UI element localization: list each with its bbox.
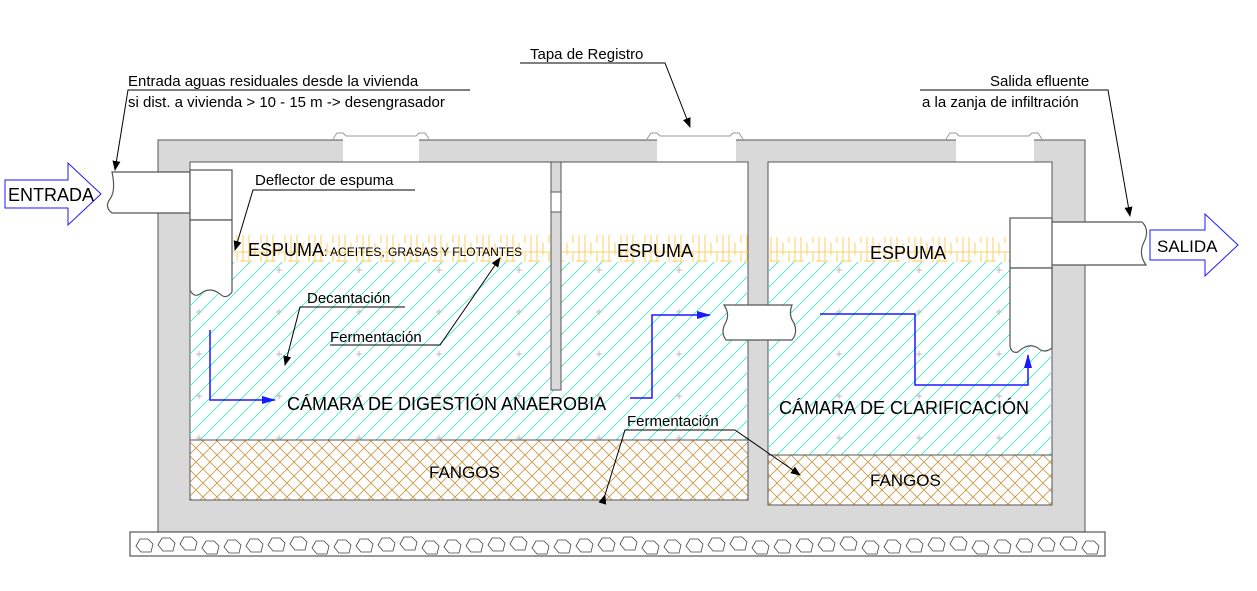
labels: Tapa de Registro Entrada aguas residuale… [128, 46, 1089, 490]
gravel-stone [619, 536, 638, 551]
gravel-stone [663, 539, 682, 554]
gravel-stone [465, 538, 484, 553]
scum-layer-right [768, 237, 1052, 262]
salida-arrow: SALIDA [1149, 212, 1239, 278]
pipes [106, 169, 1148, 353]
flow-lines [209, 311, 1032, 404]
gravel-stone [223, 539, 242, 554]
outlet-tee-down [1009, 267, 1053, 353]
gravel-stone [421, 540, 440, 555]
gravel-stone [927, 537, 946, 552]
gravel-stone [333, 539, 352, 554]
gravel-stone [1081, 540, 1100, 555]
tapa-label: Tapa de Registro [530, 46, 643, 63]
camara-digestion-label: CÁMARA DE DIGESTIÓN ANAEROBIA [287, 393, 606, 414]
gravel-stone [201, 540, 220, 555]
gravel-stone [553, 539, 572, 554]
registry-lids [332, 132, 1043, 140]
outlet-tee-top [1009, 217, 1053, 269]
sludge-layer-right [767, 454, 1053, 506]
entrada-label: ENTRADA [8, 185, 94, 205]
fangos-right-label: FANGOS [870, 471, 941, 490]
entrada-desc-2: si dist. a vivienda > 10 - 15 m -> desen… [128, 94, 445, 111]
gravel-stone [531, 540, 550, 555]
salida-desc-2: a la zanja de infiltración [922, 94, 1079, 111]
gravel-stone [399, 536, 418, 551]
salida-label: SALIDA [1157, 237, 1218, 256]
fermentacion-label-1: Fermentación [330, 329, 422, 346]
gravel-stone [135, 538, 154, 553]
gravel-stone [993, 539, 1012, 554]
gravel-stone [179, 536, 198, 551]
registry-opening-2 [657, 139, 736, 163]
gravel-stone [905, 538, 924, 553]
scum-layer-left [190, 235, 748, 262]
gravel-stone [597, 537, 616, 552]
gravel-stone [1059, 536, 1078, 551]
gravel-stone [311, 540, 330, 555]
gravel-stone [575, 538, 594, 553]
lid-3 [945, 132, 1043, 140]
fangos-left-label: FANGOS [429, 463, 500, 482]
gravel-stone [707, 537, 726, 552]
gravel-stone [971, 540, 990, 555]
gravel-stone [443, 539, 462, 554]
gravel-stone [1037, 537, 1056, 552]
gravel-stone [245, 538, 264, 553]
gravel-stone [1015, 538, 1034, 553]
fermentacion-label-2: Fermentación [627, 413, 719, 430]
gravel-stone [157, 537, 176, 552]
gravel-stone [773, 539, 792, 554]
gravel-stone [509, 536, 528, 551]
gravel-stone [751, 540, 770, 555]
lid-1 [332, 132, 430, 140]
gravel-stone [883, 539, 902, 554]
deflector-label: Deflector de espuma [255, 172, 394, 189]
gravel-stone [267, 537, 286, 552]
gravel-stone [289, 536, 308, 551]
leaders [112, 62, 1133, 505]
gravel-stone [795, 538, 814, 553]
salida-desc-1: Salida efluente [990, 73, 1089, 90]
inlet-pipe [106, 171, 191, 214]
tank-structure [157, 132, 1086, 536]
gravel-stone [355, 538, 374, 553]
gravel-stone [729, 536, 748, 551]
gravel-stone [817, 537, 836, 552]
registry-opening-3 [956, 139, 1034, 163]
camara-clarificacion-label: CÁMARA DE CLARIFICACIÓN [779, 397, 1029, 418]
gravel-stone [949, 536, 968, 551]
entrada-desc-1: Entrada aguas residuales desde la vivien… [128, 73, 419, 90]
inlet-tee-down [189, 219, 233, 298]
gravel-base [129, 531, 1106, 557]
lid-2 [646, 132, 744, 140]
baffle-wall [550, 161, 562, 391]
decantacion-label: Decantación [307, 290, 390, 307]
espuma-right-label: ESPUMA [870, 243, 946, 263]
espuma-left-label: ESPUMA: ACEITES, GRASAS Y FLOTANTES [248, 240, 522, 260]
espuma-mid-label: ESPUMA [617, 241, 693, 261]
gravel-stone [861, 540, 880, 555]
gravel-stone [641, 540, 660, 555]
outlet-pipe [1049, 221, 1148, 266]
flow-arrow-transfer [630, 311, 711, 399]
transfer-pipe [722, 304, 797, 341]
gravel-stone [377, 537, 396, 552]
gravel-stone [839, 536, 858, 551]
inlet-tee-top [189, 169, 233, 221]
flow-arrow-outlet [820, 313, 1032, 386]
gravel-stone [487, 537, 506, 552]
entrada-arrow: ENTRADA [4, 161, 102, 227]
flow-arrow-decant [209, 330, 276, 404]
gravel-stone [685, 538, 704, 553]
registry-opening-1 [343, 139, 419, 163]
